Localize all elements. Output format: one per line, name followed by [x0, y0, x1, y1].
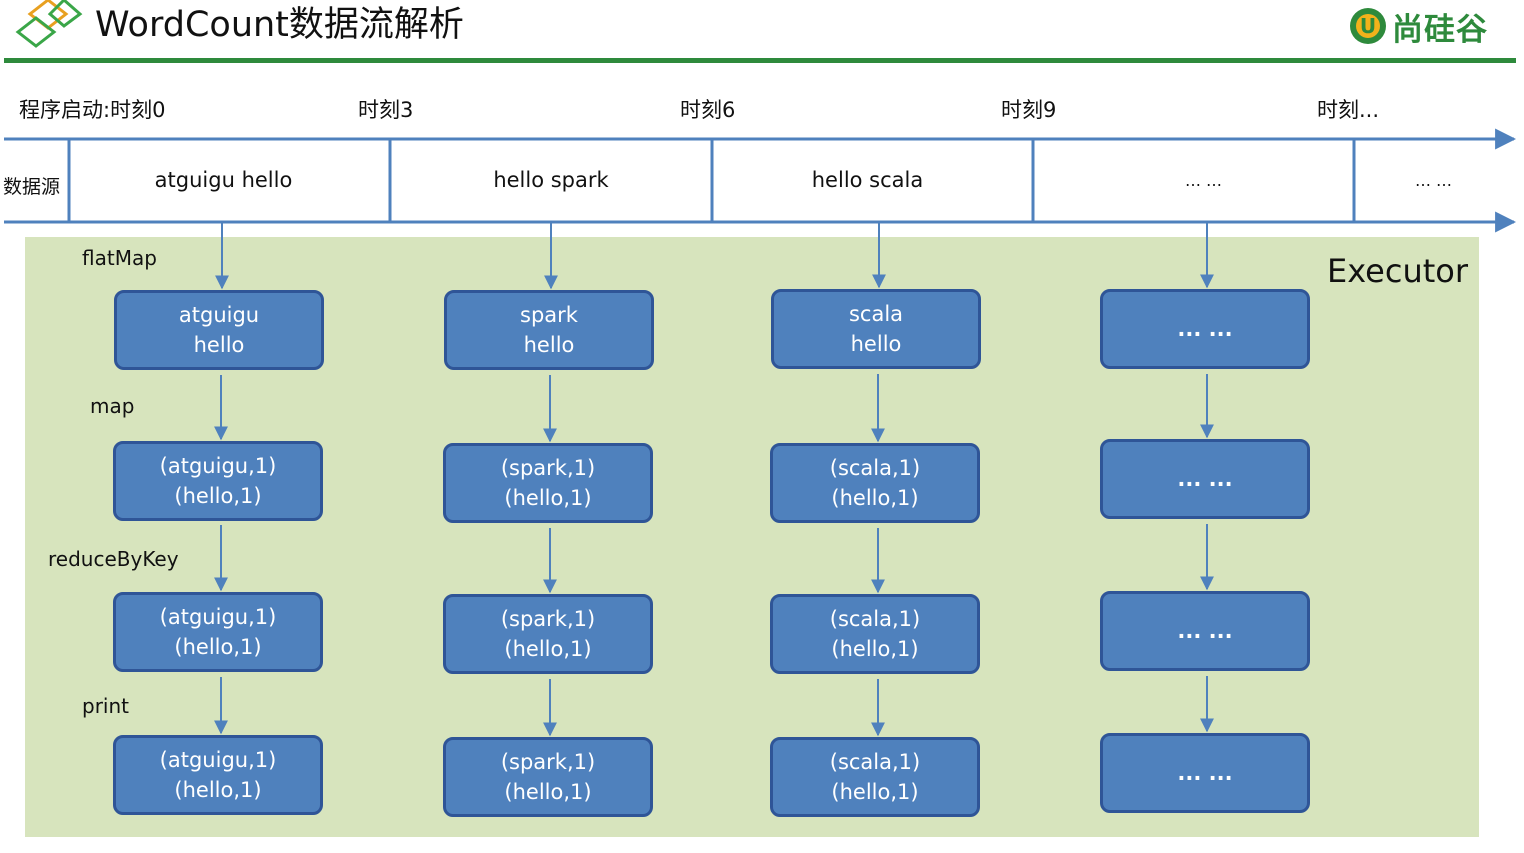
- print-box: (spark,1) (hello,1): [443, 737, 653, 817]
- print-box: ... ...: [1100, 733, 1310, 813]
- box-line: (spark,1): [500, 750, 596, 774]
- box-line: hello: [523, 333, 575, 357]
- source-cell: … …: [1414, 170, 1453, 190]
- flatmap-box: scala hello: [771, 289, 981, 369]
- box-line: hello: [193, 333, 245, 357]
- reducebykey-box: ... ...: [1100, 591, 1310, 671]
- data-source-label: 数据源: [3, 176, 61, 198]
- box-line: (scala,1): [829, 750, 921, 774]
- brand-name: 尚硅谷: [1392, 11, 1488, 48]
- box-line: (atguigu,1): [159, 454, 277, 478]
- reducebykey-box: (atguigu,1) (hello,1): [113, 592, 323, 672]
- header-rule: [4, 58, 1516, 63]
- reducebykey-box: (scala,1) (hello,1): [770, 594, 980, 674]
- operator-label-print: print: [82, 694, 129, 718]
- box-line: hello: [850, 332, 902, 356]
- operator-label-flatmap: flatMap: [82, 246, 157, 270]
- box-line: ... ...: [1177, 317, 1233, 341]
- source-cell: atguigu hello: [154, 168, 293, 192]
- box-line: (atguigu,1): [159, 605, 277, 629]
- box-line: atguigu: [178, 303, 260, 327]
- box-line: (hello,1): [504, 780, 592, 804]
- box-line: ... ...: [1177, 761, 1233, 785]
- source-cell: … …: [1184, 170, 1223, 190]
- box-line: scala: [848, 302, 904, 326]
- box-line: (hello,1): [504, 637, 592, 661]
- reducebykey-box: (spark,1) (hello,1): [443, 594, 653, 674]
- page-title: WordCount数据流解析: [95, 5, 464, 45]
- source-cell: hello spark: [493, 168, 609, 192]
- box-line: (scala,1): [829, 607, 921, 631]
- print-box: (scala,1) (hello,1): [770, 737, 980, 817]
- time-label: 时刻6: [680, 98, 736, 122]
- executor-label: Executor: [1326, 252, 1468, 290]
- box-line: (atguigu,1): [159, 748, 277, 772]
- map-box: (spark,1) (hello,1): [443, 443, 653, 523]
- box-line: (hello,1): [831, 486, 919, 510]
- box-line: (hello,1): [831, 637, 919, 661]
- flatmap-box: ... ...: [1100, 289, 1310, 369]
- map-box: (atguigu,1) (hello,1): [113, 441, 323, 521]
- box-line: (hello,1): [174, 484, 262, 508]
- operator-label-map: map: [90, 394, 135, 418]
- slide-logo-icon: [15, 0, 83, 48]
- box-line: (hello,1): [174, 778, 262, 802]
- brand-logo: U 尚硅谷: [1348, 4, 1488, 48]
- flatmap-box: spark hello: [444, 290, 654, 370]
- box-line: (scala,1): [829, 456, 921, 480]
- operator-label-reducebykey: reduceByKey: [48, 547, 179, 571]
- flatmap-box: atguigu hello: [114, 290, 324, 370]
- box-line: (spark,1): [500, 607, 596, 631]
- time-label: 时刻...: [1317, 98, 1380, 122]
- box-line: (hello,1): [831, 780, 919, 804]
- box-line: (spark,1): [500, 456, 596, 480]
- box-line: (hello,1): [504, 486, 592, 510]
- box-line: ... ...: [1177, 619, 1233, 643]
- print-box: (atguigu,1) (hello,1): [113, 735, 323, 815]
- time-label: 时刻9: [1001, 98, 1057, 122]
- time-label: 程序启动:时刻0: [19, 98, 166, 122]
- map-box: (scala,1) (hello,1): [770, 443, 980, 523]
- time-label: 时刻3: [358, 98, 414, 122]
- box-line: spark: [520, 303, 578, 327]
- box-line: ... ...: [1177, 467, 1233, 491]
- map-box: ... ...: [1100, 439, 1310, 519]
- box-line: (hello,1): [174, 635, 262, 659]
- svg-text:U: U: [1360, 14, 1376, 38]
- brand-u-icon: U: [1350, 8, 1386, 44]
- source-cell: hello scala: [811, 168, 924, 192]
